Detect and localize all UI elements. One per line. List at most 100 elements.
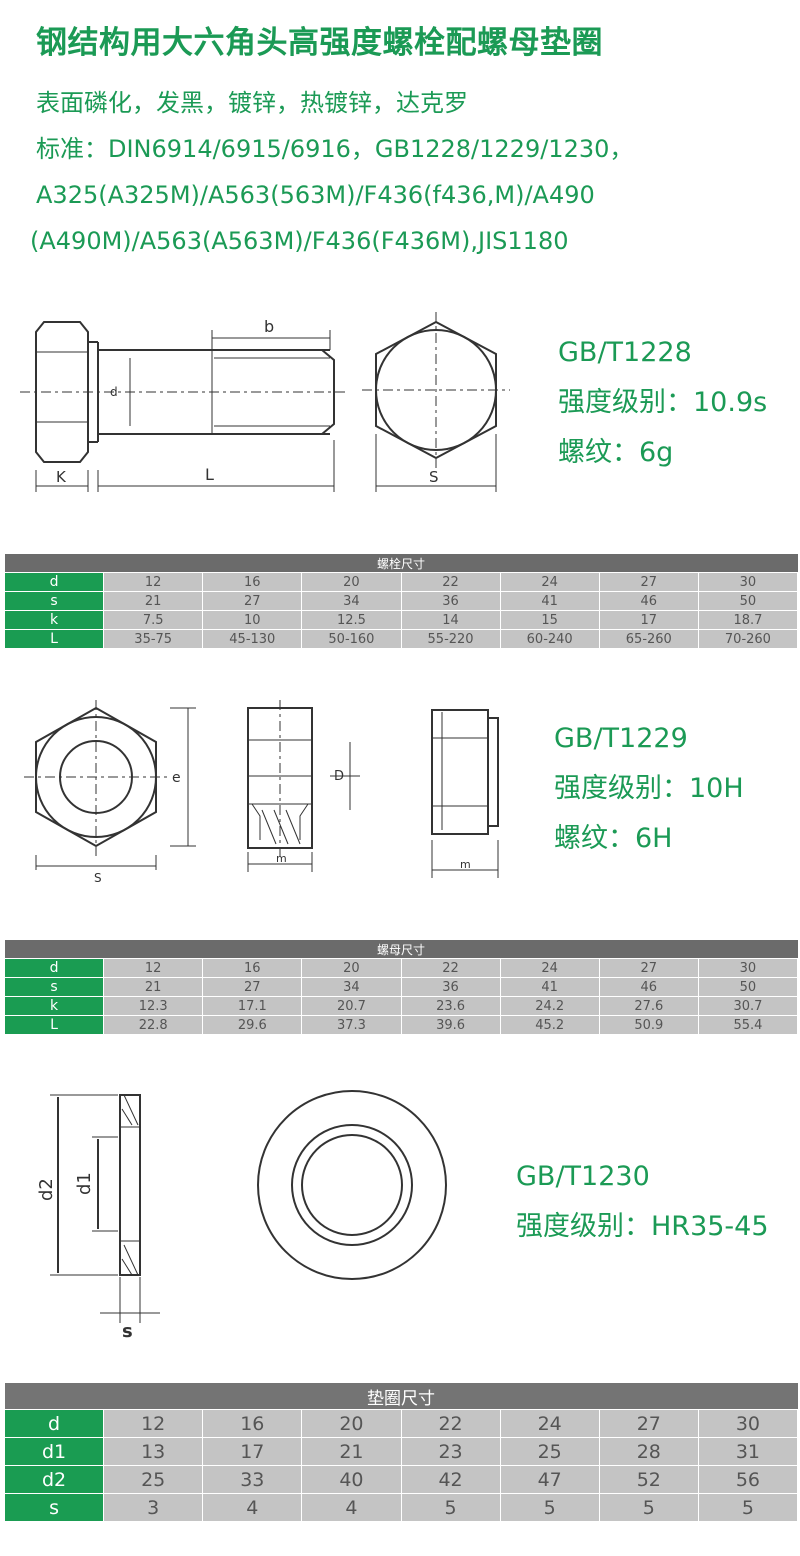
table-cell: 27 xyxy=(598,958,699,978)
nut-spec: GB/T1229 强度级别：10H 螺纹：6H xyxy=(554,714,744,864)
table-caption: 垫圈尺寸 xyxy=(4,1383,798,1410)
table-cell: 40 xyxy=(301,1465,402,1494)
bolt-label-d: d xyxy=(110,385,118,399)
table-cell: 30 xyxy=(697,958,799,978)
table-cell: 18.7 xyxy=(697,610,799,630)
table-cell: 5 xyxy=(499,1493,600,1522)
table-cell: 13 xyxy=(103,1437,204,1466)
washer-spec-code: GB/T1230 xyxy=(516,1161,650,1192)
bolt-label-l: L xyxy=(205,465,214,484)
table-cell: 12 xyxy=(103,1409,204,1438)
bolt-spec-grade: 强度级别：10.9s xyxy=(558,387,768,418)
table-cell: 50 xyxy=(697,591,799,611)
table-cell: 17.1 xyxy=(202,996,303,1016)
nut-spec-grade: 强度级别：10H xyxy=(554,773,744,804)
table-cell: 4 xyxy=(301,1493,402,1522)
table-cell: 45-130 xyxy=(202,629,303,649)
table-cell: 21 xyxy=(103,591,204,611)
table-caption: 螺栓尺寸 xyxy=(4,554,798,573)
table-cell: 22 xyxy=(400,1409,501,1438)
table-cell: 36 xyxy=(400,591,501,611)
table-cell: 22 xyxy=(400,958,501,978)
row-key: d1 xyxy=(3,1437,105,1466)
table-cell: 27 xyxy=(202,977,303,997)
row-key: k xyxy=(3,996,105,1016)
bolt-spec: GB/T1228 强度级别：10.9s 螺纹：6g xyxy=(558,328,767,478)
table-cell: 24 xyxy=(499,958,600,978)
table-cell: 41 xyxy=(499,591,600,611)
table-cell: 12.3 xyxy=(103,996,204,1016)
table-cell: 27.6 xyxy=(598,996,699,1016)
table-cell: 41 xyxy=(499,977,600,997)
table-cell: 30.7 xyxy=(697,996,799,1016)
table-cell: 27 xyxy=(598,572,699,592)
standard-line-1: 标准：DIN6914/6915/6916，GB1228/1229/1230， xyxy=(36,135,634,163)
table-cell: 20 xyxy=(301,572,402,592)
table-cell: 22 xyxy=(400,572,501,592)
table-cell: 22.8 xyxy=(103,1015,204,1035)
table-cell: 30 xyxy=(697,1409,799,1438)
table-cell: 42 xyxy=(400,1465,501,1494)
table-cell: 20 xyxy=(301,958,402,978)
washer-label-d1: d1 xyxy=(74,1172,95,1195)
standard-line-2: A325(A325M)/A563(563M)/F436(f436,M)/A490 xyxy=(36,181,595,209)
table-cell: 17 xyxy=(598,610,699,630)
table-cell: 33 xyxy=(202,1465,303,1494)
table-cell: 55-220 xyxy=(400,629,501,649)
row-key: d2 xyxy=(3,1465,105,1494)
nut-drawing: e S D m m xyxy=(24,700,499,885)
table-cell: 55.4 xyxy=(697,1015,799,1035)
nut-label-s: S xyxy=(94,871,102,885)
table-cell: 46 xyxy=(598,977,699,997)
bolt-label-b: b xyxy=(264,317,274,336)
table-cell: 37.3 xyxy=(301,1015,402,1035)
surface-treatment: 表面磷化，发黑，镀锌，热镀锌，达克罗 xyxy=(36,89,468,117)
table-cell: 4 xyxy=(202,1493,303,1522)
table-cell: 34 xyxy=(301,591,402,611)
bolt-spec-code: GB/T1228 xyxy=(558,337,692,368)
row-key: L xyxy=(3,1015,105,1035)
table-cell: 25 xyxy=(499,1437,600,1466)
table-cell: 16 xyxy=(202,958,303,978)
table-cell: 21 xyxy=(103,977,204,997)
table-cell: 56 xyxy=(697,1465,799,1494)
row-key: s xyxy=(3,591,105,611)
table-cell: 5 xyxy=(598,1493,699,1522)
table-cell: 24.2 xyxy=(499,996,600,1016)
row-key: d xyxy=(3,572,105,592)
table-cell: 70-260 xyxy=(697,629,799,649)
washer-drawing: d2 d1 s xyxy=(36,1090,447,1342)
page-title: 钢结构用大六角头高强度螺栓配螺母垫圈 xyxy=(36,25,603,61)
table-cell: 30 xyxy=(697,572,799,592)
table-cell: 60-240 xyxy=(499,629,600,649)
table-cell: 5 xyxy=(697,1493,799,1522)
standard-line-3: (A490M)/A563(A563M)/F436(F436M),JIS1180 xyxy=(30,227,569,255)
table-cell: 16 xyxy=(202,572,303,592)
table-cell: 27 xyxy=(598,1409,699,1438)
washer-spec-grade: 强度级别：HR35-45 xyxy=(516,1211,769,1242)
table-cell: 39.6 xyxy=(400,1015,501,1035)
nut-label-e: e xyxy=(172,770,181,786)
table-cell: 29.6 xyxy=(202,1015,303,1035)
header: 钢结构用大六角头高强度螺栓配螺母垫圈 表面磷化，发黑，镀锌，热镀锌，达克罗 标准… xyxy=(30,22,796,264)
bolt-label-s: S xyxy=(429,468,439,486)
table-cell: 23 xyxy=(400,1437,501,1466)
nut-label-d: D xyxy=(334,769,344,784)
table-cell: 10 xyxy=(202,610,303,630)
table-cell: 46 xyxy=(598,591,699,611)
table-cell: 21 xyxy=(301,1437,402,1466)
table-cell: 23.6 xyxy=(400,996,501,1016)
